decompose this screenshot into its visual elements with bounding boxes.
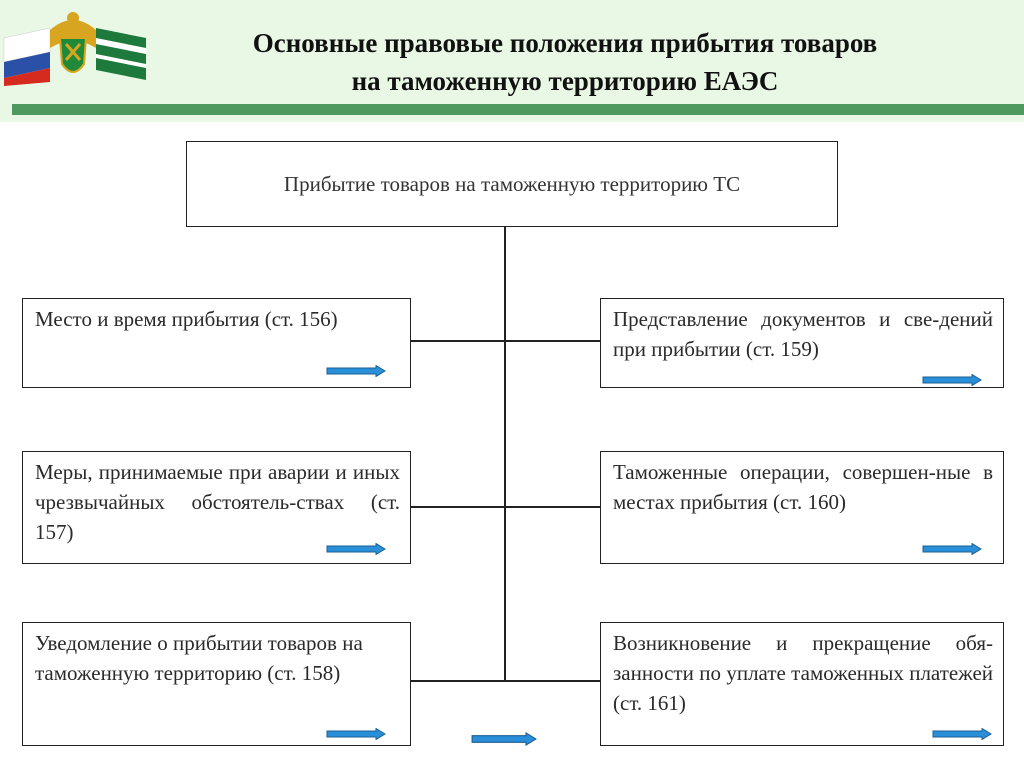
arrow-right-icon[interactable]: [326, 365, 386, 377]
right-node-1: Представление документов и све-дений при…: [600, 298, 1004, 388]
right-node-2-label: Таможенные операции, совершен-ные в мест…: [613, 460, 993, 514]
root-node: Прибытие товаров на таможенную территори…: [186, 141, 838, 227]
header-divider: [12, 104, 1024, 115]
right-node-2: Таможенные операции, совершен-ные в мест…: [600, 451, 1004, 564]
arrow-right-icon[interactable]: [932, 728, 992, 740]
left-node-2: Меры, принимаемые при аварии и иных чрез…: [22, 451, 411, 564]
left-node-3-label: Уведомление о прибытии товаров на таможе…: [35, 631, 363, 685]
connector-trunk: [504, 227, 506, 680]
title-line-1: Основные правовые положения прибытия тов…: [252, 28, 878, 58]
left-node-2-label: Меры, принимаемые при аварии и иных чрез…: [35, 460, 400, 544]
arrow-right-icon[interactable]: [471, 732, 537, 746]
arrow-right-icon[interactable]: [326, 728, 386, 740]
arrow-right-icon[interactable]: [922, 543, 982, 555]
header: Основные правовые положения прибытия тов…: [0, 0, 1024, 122]
arrow-right-icon[interactable]: [326, 543, 386, 555]
right-node-3-label: Возникновение и прекращение обя-занности…: [613, 631, 993, 715]
arrow-right-icon[interactable]: [922, 374, 982, 386]
left-node-1-label: Место и время прибытия (ст. 156): [35, 307, 338, 331]
connector-row-1: [410, 340, 600, 342]
title-line-2: на таможенную территорию ЕАЭС: [351, 66, 779, 96]
right-node-3: Возникновение и прекращение обя-занности…: [600, 622, 1004, 746]
left-node-3: Уведомление о прибытии товаров на таможе…: [22, 622, 411, 746]
customs-emblem-flags-icon: [3, 12, 146, 86]
connector-row-3: [410, 680, 600, 682]
connector-row-2: [410, 506, 600, 508]
root-node-label: Прибытие товаров на таможенную территори…: [283, 171, 741, 196]
page-title: Основные правовые положения прибытия тов…: [150, 24, 980, 100]
right-node-1-label: Представление документов и све-дений при…: [613, 307, 993, 361]
